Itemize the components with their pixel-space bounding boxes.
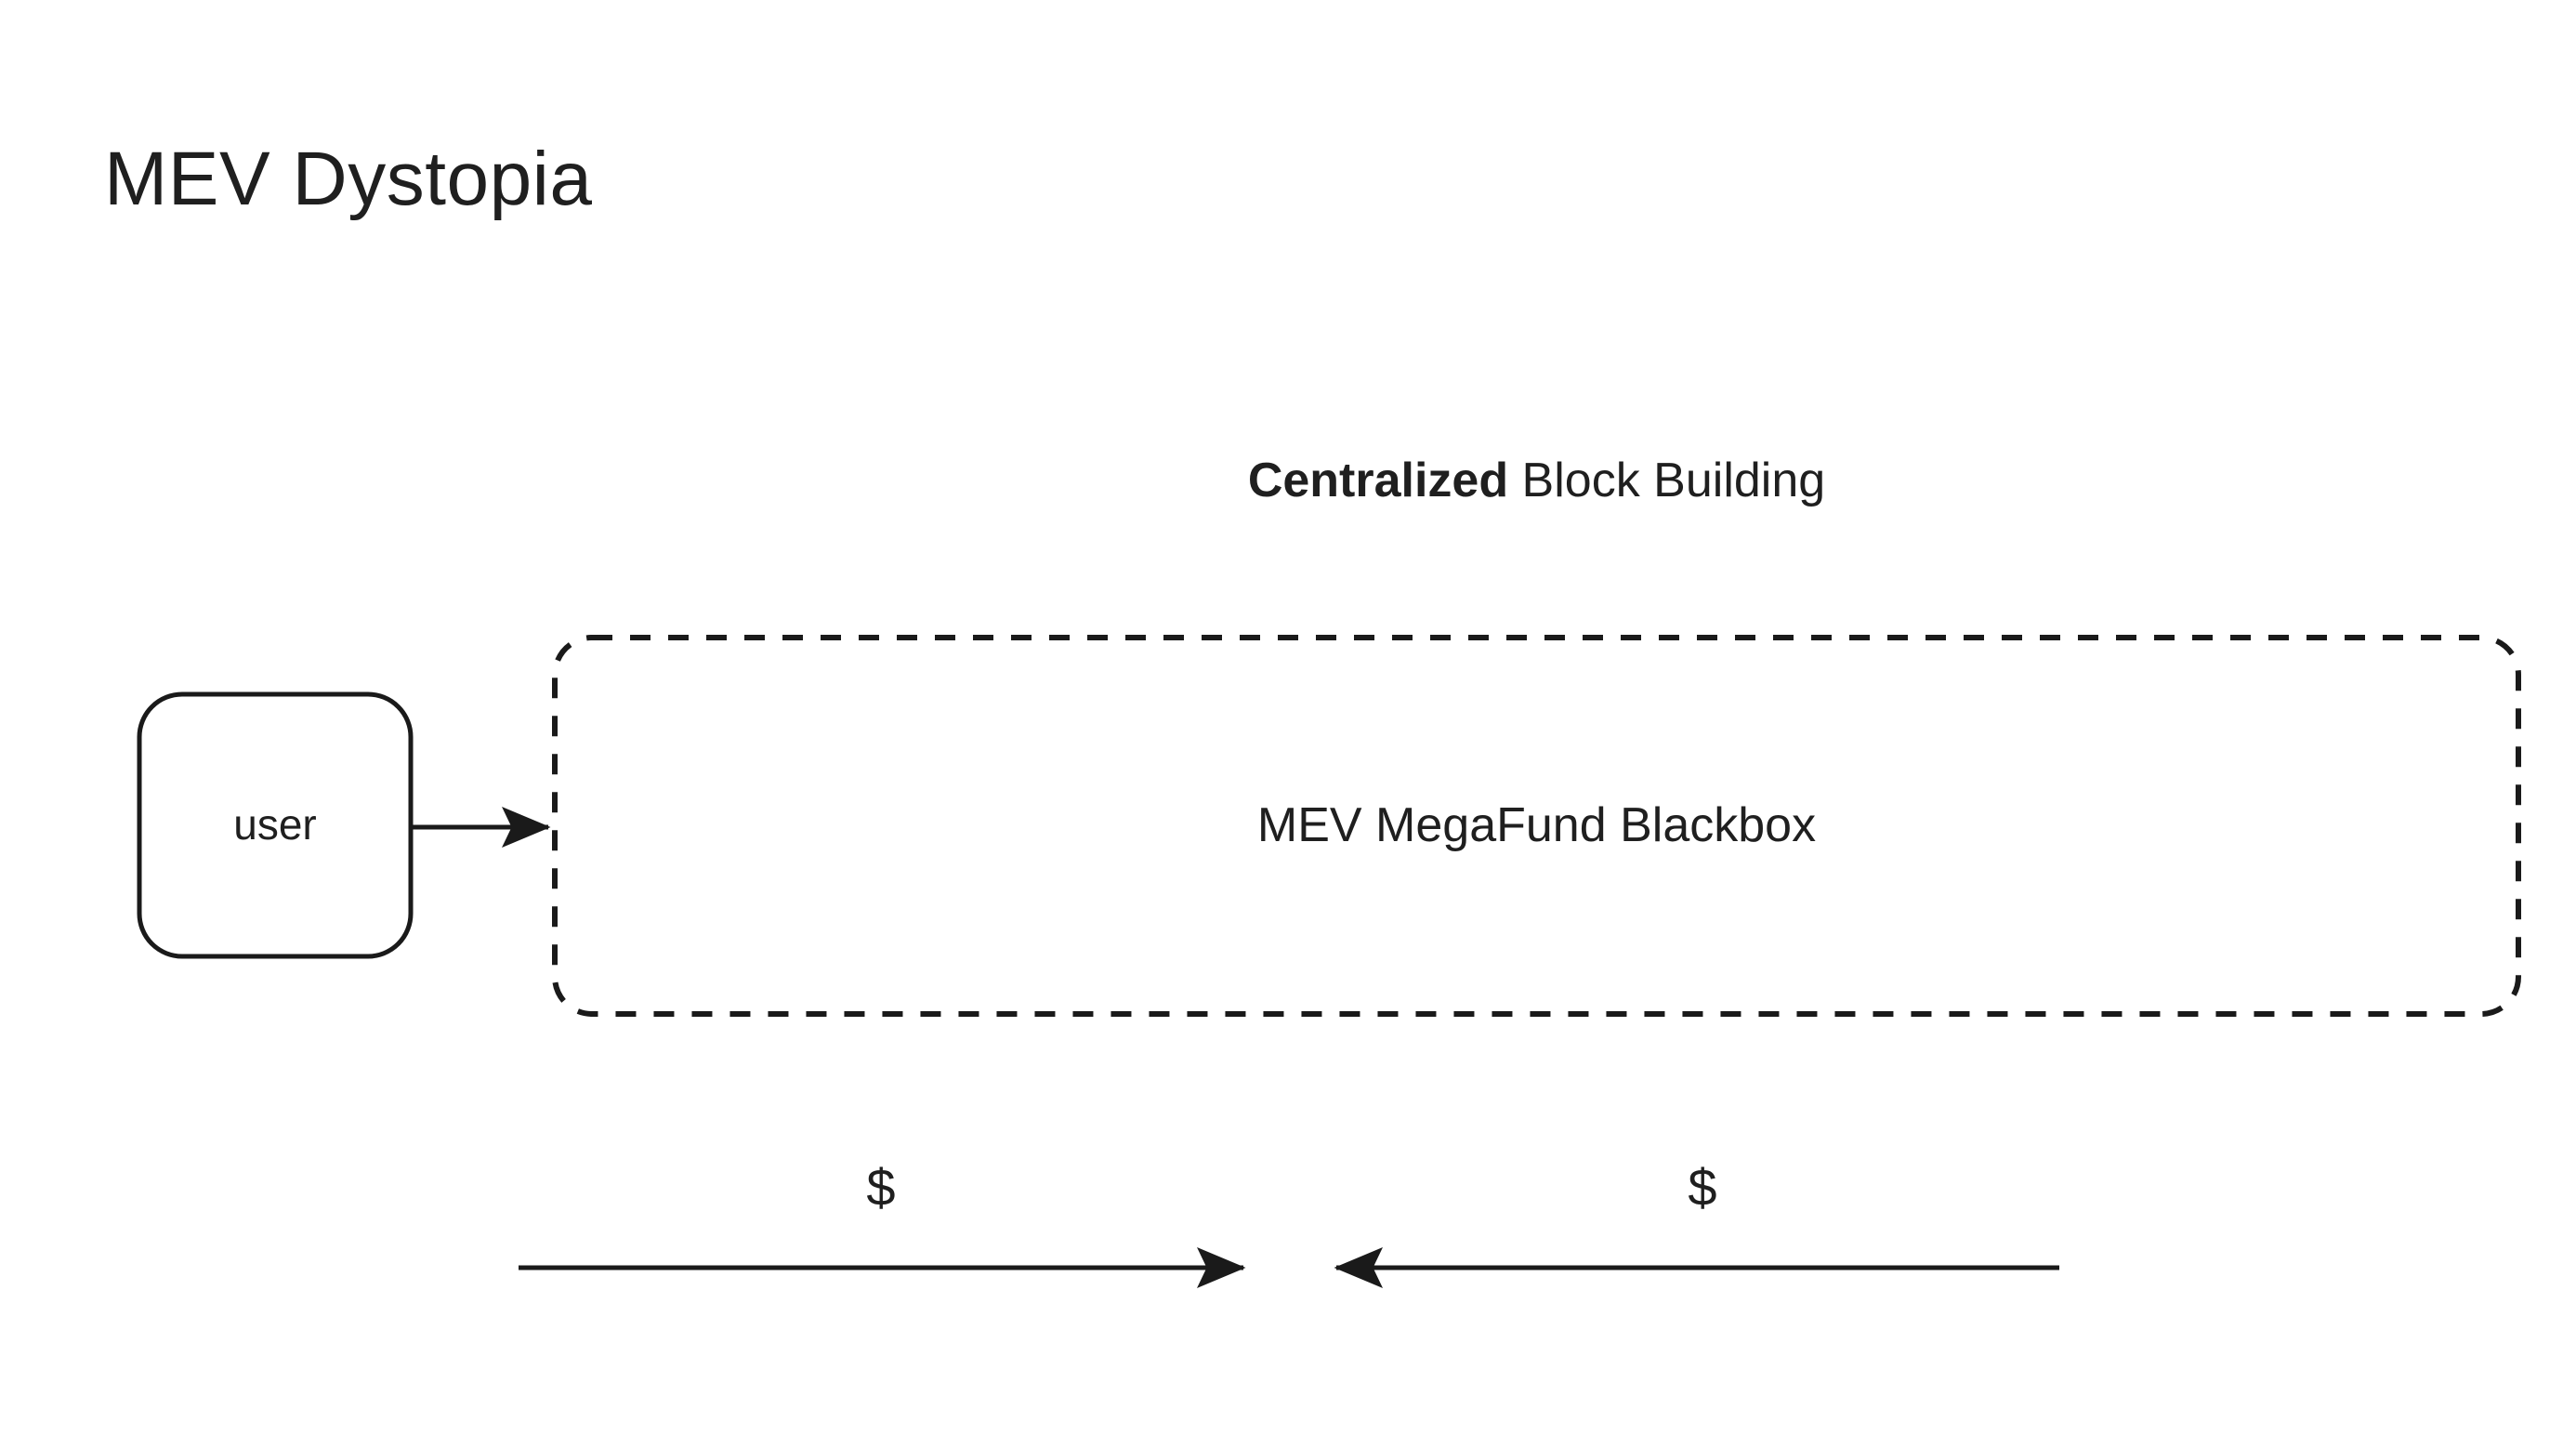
value-inbound-label: $ [1688, 1158, 1717, 1217]
diagram-heading: Centralized Block Building [553, 454, 2520, 509]
slide-title: MEV Dystopia [104, 137, 593, 221]
user-node-label: user [233, 800, 317, 849]
blackbox-node-label: MEV MegaFund Blackbox [1256, 798, 1817, 852]
diagram-heading-rest: Block Building [1508, 454, 1826, 507]
diagram-heading-emphasis: Centralized [1247, 454, 1509, 507]
value-outbound-label: $ [866, 1158, 896, 1217]
